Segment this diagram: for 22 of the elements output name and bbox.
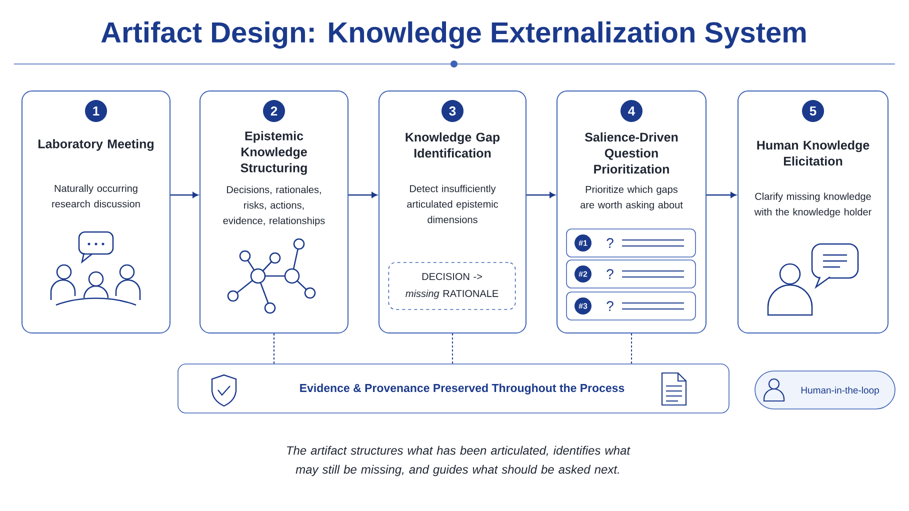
arrow	[526, 192, 556, 198]
evidence-band: Evidence & Provenance Preserved Throughout the Process	[178, 364, 730, 414]
title: Artifact Design: Knowledge Externalization System	[101, 21, 806, 49]
human-in-the-loop-badge: Human-in-the-loop	[754, 370, 896, 410]
arrow	[706, 192, 736, 198]
arrow	[348, 192, 378, 198]
question-row: #3 ?	[566, 292, 696, 320]
question-row: #1 ?	[566, 228, 696, 258]
step-number-badge: 1	[85, 100, 107, 122]
step-number-badge: 2	[263, 100, 285, 122]
caption: The artifact structures what has been articulated, identifies what may still be missing, and guides what should be asked next.	[287, 446, 630, 476]
gap-box: DECISION -> missing RATIONALE	[388, 262, 516, 310]
connector-line	[631, 333, 632, 364]
question-row: #2 ?	[566, 260, 696, 288]
step-number-badge: 5	[802, 100, 824, 122]
step-card: 2 Epistemic Knowledge Structuring Decisions, rationales, risks, actions, evidence, relationships	[200, 90, 348, 334]
arrow	[170, 192, 198, 198]
step-card: 1 Laboratory Meeting Naturally occurring research discussion	[22, 90, 170, 334]
connector-line	[452, 333, 453, 364]
step-number-badge: 3	[442, 100, 464, 122]
step-card: 5 Human Knowledge Elicitation Clarify missing knowledge with the knowledge holder	[738, 90, 889, 334]
step-number-badge: 4	[620, 100, 642, 122]
